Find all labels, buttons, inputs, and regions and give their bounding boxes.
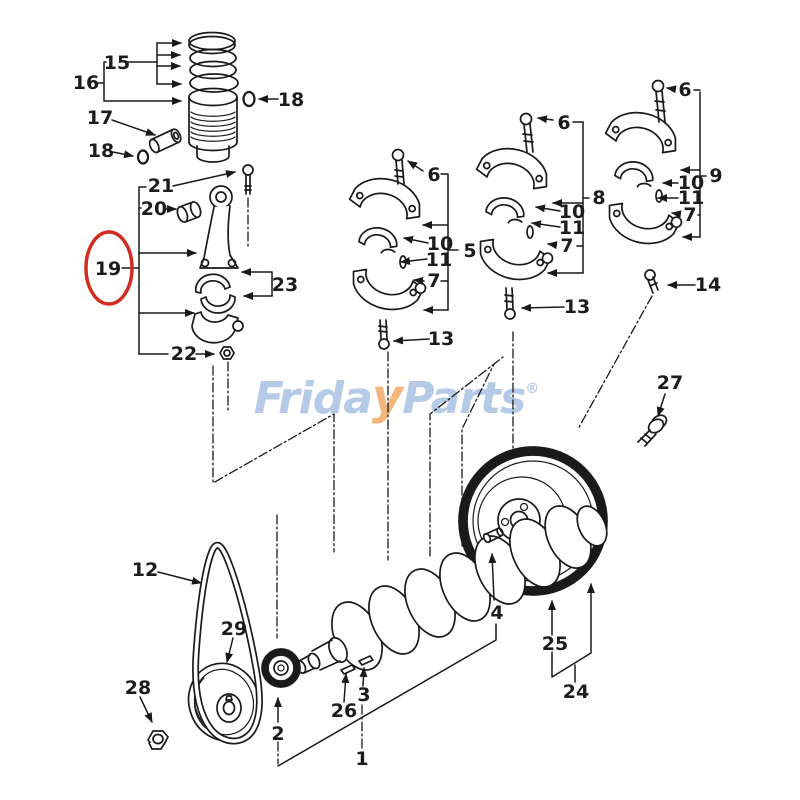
- piston-leaders: [94, 39, 279, 159]
- watermark-registered-mark: ®: [525, 381, 538, 397]
- piston-rings: [188, 31, 239, 93]
- part-label-8: 8: [592, 187, 605, 209]
- part-label-4: 4: [490, 602, 503, 624]
- part-label-13: 13: [428, 328, 454, 350]
- part-label-1: 1: [355, 748, 368, 770]
- cylinder-liner: [188, 87, 238, 163]
- piston-pin: [148, 128, 182, 154]
- watermark-parts: Parts: [402, 373, 525, 424]
- snap-ring: [136, 149, 150, 165]
- part-label-5: 5: [463, 240, 476, 262]
- bottom-leaders: [139, 393, 666, 767]
- woodruff-key: [340, 664, 356, 675]
- part-label-21: 21: [148, 175, 174, 197]
- part-label-18: 18: [278, 89, 304, 111]
- part-label-11: 11: [559, 217, 585, 239]
- small-end-bushing: [176, 201, 202, 223]
- part-label-7: 7: [427, 270, 440, 292]
- dowel-pin: [482, 527, 504, 544]
- part-label-23: 23: [272, 274, 298, 296]
- part-label-25: 25: [542, 633, 568, 655]
- part-label-11: 11: [678, 187, 704, 209]
- part-label-14: 14: [695, 274, 721, 296]
- part-label-10: 10: [427, 233, 453, 255]
- part-label-19: 19: [95, 258, 121, 280]
- part-label-26: 26: [331, 700, 357, 722]
- part-label-12: 12: [132, 559, 158, 581]
- bearing-cap-group-3: [601, 81, 707, 294]
- svg-text:FridayParts®: FridayParts®: [254, 369, 539, 425]
- part-label-6: 6: [678, 79, 691, 101]
- rod-cap: [191, 311, 244, 344]
- part-label-9: 9: [709, 165, 722, 187]
- part-label-7: 7: [560, 235, 573, 257]
- crank-gear: [261, 648, 301, 688]
- bearing-cap-group-1: [345, 148, 459, 350]
- part-label-13: 13: [564, 296, 590, 318]
- part-label-20: 20: [141, 198, 167, 220]
- highlight-circle-part-19: [84, 230, 134, 306]
- part-label-22: 22: [171, 343, 197, 365]
- part-label-2: 2: [271, 723, 284, 745]
- part-label-27: 27: [657, 372, 683, 394]
- part-label-10: 10: [559, 201, 585, 223]
- part-label-3: 3: [357, 684, 370, 706]
- connecting-rod: [199, 185, 239, 269]
- connecting-rod-assembly: [121, 164, 273, 360]
- snap-ring: [242, 90, 256, 108]
- crankshaft: [295, 505, 608, 675]
- watermark-check-glyph: y: [372, 369, 405, 425]
- woodruff-key: [358, 655, 374, 666]
- part-label-24: 24: [563, 681, 589, 703]
- part-label-18: 18: [88, 140, 114, 162]
- part-label-28: 28: [125, 677, 151, 699]
- part-label-15: 15: [104, 52, 130, 74]
- fan-belt: [192, 541, 263, 745]
- rod-bolt: [242, 164, 254, 195]
- rod-leaders: [121, 172, 273, 354]
- bearing-cap-group-2: [472, 114, 590, 320]
- part-labels: 1234566677789101010111111121313141516171…: [73, 52, 723, 770]
- part-label-17: 17: [87, 107, 113, 129]
- flywheel-bolt: [637, 414, 668, 447]
- part-label-10: 10: [678, 172, 704, 194]
- piston-assembly: [94, 31, 279, 165]
- part-label-11: 11: [426, 249, 452, 271]
- part-label-6: 6: [427, 164, 440, 186]
- rod-bearing-shells: [194, 273, 236, 314]
- part-label-16: 16: [73, 72, 99, 94]
- watermark-logo: FridayParts®: [254, 369, 540, 425]
- watermark-frida: Frida: [254, 373, 372, 424]
- part-label-6: 6: [557, 112, 570, 134]
- pulley-nut: [147, 730, 169, 750]
- rod-nut: [219, 346, 235, 360]
- part-label-29: 29: [221, 618, 247, 640]
- part-label-7: 7: [683, 204, 696, 226]
